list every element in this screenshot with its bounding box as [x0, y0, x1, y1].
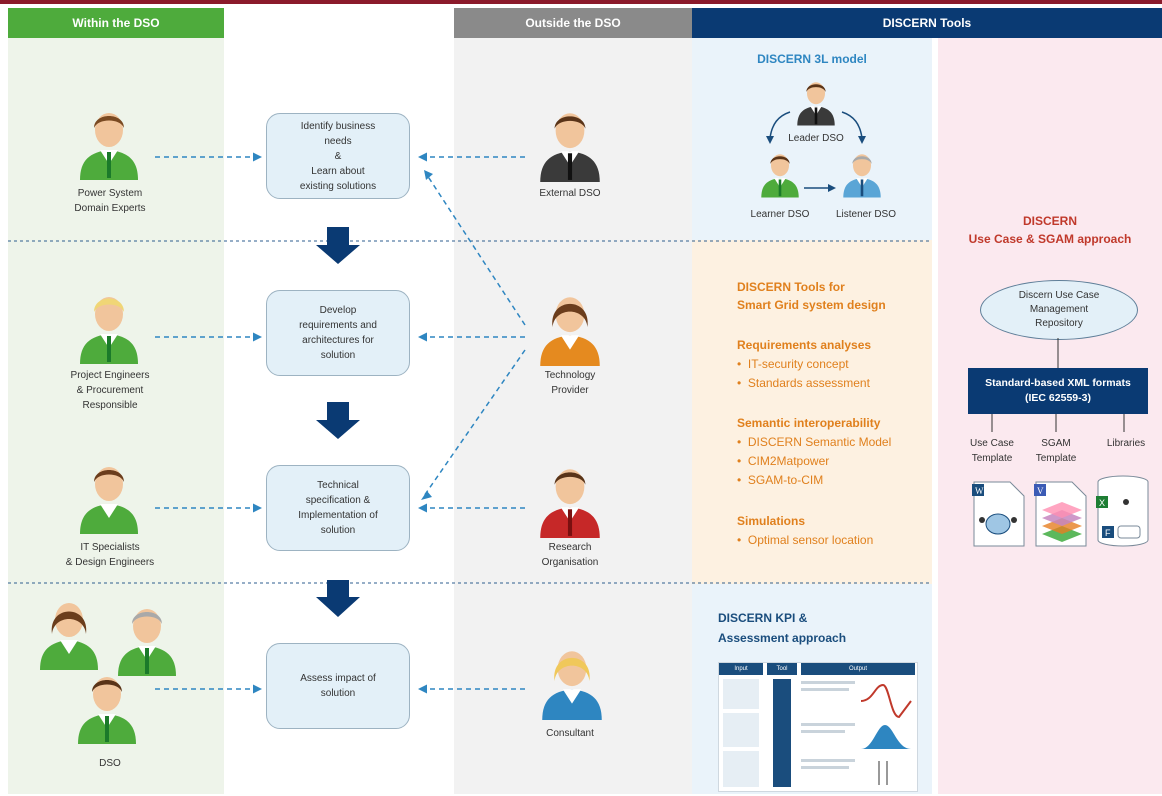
section-item: • DISCERN Semantic Model	[737, 435, 892, 449]
actor-dso-label: DSO	[99, 758, 121, 769]
person-icon	[540, 469, 600, 538]
arrow-diag-2	[423, 349, 526, 497]
learner-dso-label: Learner DSO	[750, 209, 810, 220]
arrow-diag-1	[426, 174, 526, 326]
usecase-connectors	[991, 338, 1125, 432]
person-icon	[843, 154, 881, 198]
person-icon	[542, 651, 602, 720]
listener-dso-label: Listener DSO	[835, 209, 897, 220]
model-3l-title: DISCERN 3L model	[757, 52, 867, 66]
svg-text:V: V	[1037, 486, 1044, 496]
section-item: • IT-security concept	[737, 357, 849, 371]
section-item: • SGAM-to-CIM	[737, 473, 824, 487]
leader-dso-label: Leader DSO	[788, 133, 844, 144]
kpi-col-tool: Tool	[767, 663, 797, 675]
person-icon	[797, 82, 835, 126]
kpi-col-output: Output	[801, 663, 915, 675]
person-icon	[78, 677, 136, 744]
kpi-col-input: Input	[719, 663, 763, 675]
section-heading: Simulations	[737, 514, 806, 528]
actor-external-dso-label: External DSO	[539, 188, 601, 199]
actor-consultant-label: Consultant	[546, 728, 594, 739]
top-border	[0, 0, 1162, 4]
person-icon	[80, 113, 138, 180]
visio-document-icon: V	[1034, 481, 1087, 547]
usecase-bg	[938, 38, 1162, 794]
svg-text:F: F	[1105, 528, 1111, 538]
section-item: • CIM2Matpower	[737, 454, 830, 468]
header-outside: Outside the DSO	[454, 8, 692, 38]
section-item: • Standards assessment	[737, 376, 870, 390]
actor-it-specialists-label: IT Specialists& Design Engineers	[65, 542, 155, 568]
person-icon	[761, 154, 799, 198]
person-icon	[80, 297, 138, 364]
svg-text:W: W	[975, 486, 984, 496]
down-arrow-3	[316, 580, 360, 617]
tools-design-bg	[692, 240, 932, 584]
output-libraries: Libraries	[1106, 438, 1146, 449]
header-tools: DISCERN Tools	[692, 8, 1162, 38]
section-heading: Requirements analyses	[737, 338, 872, 352]
down-arrow-1	[316, 227, 360, 264]
model-bg	[692, 38, 932, 240]
down-arrow-2	[316, 402, 360, 439]
xml-formats-box: Standard-based XML formats(IEC 62559-3)	[968, 368, 1148, 414]
person-icon	[540, 297, 600, 366]
person-icon	[40, 603, 98, 670]
section-heading: Semantic interoperability	[737, 416, 881, 430]
header-within: Within the DSO	[8, 8, 224, 38]
library-database-icon: X F	[1096, 475, 1149, 547]
person-icon	[80, 467, 138, 534]
kpi-thumbnail: Input Tool Output	[718, 662, 918, 792]
model-arrows	[766, 111, 866, 192]
section-item: • Optimal sensor location	[737, 533, 874, 547]
word-document-icon: W	[972, 481, 1025, 547]
kpi-title: DISCERN KPI &Assessment approach	[718, 611, 847, 645]
person-icon	[540, 113, 600, 182]
person-icon	[118, 609, 176, 676]
svg-text:X: X	[1099, 498, 1105, 508]
